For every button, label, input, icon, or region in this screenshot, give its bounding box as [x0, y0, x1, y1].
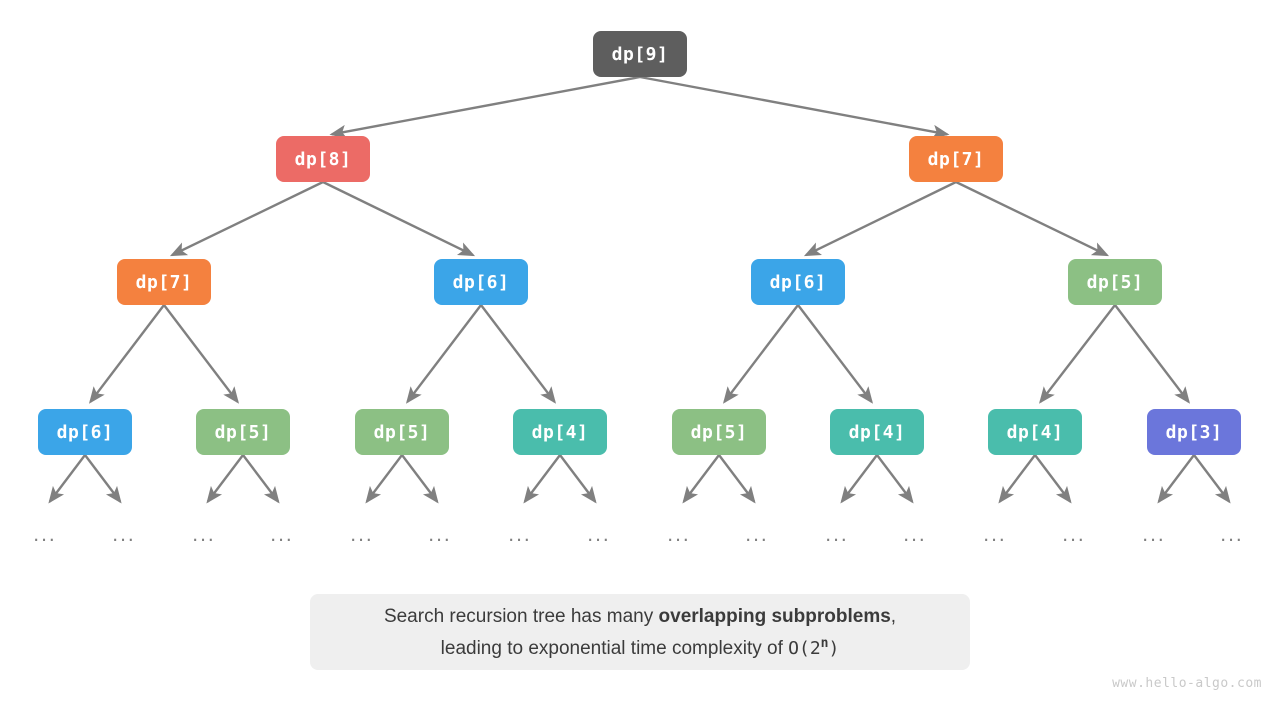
tree-node-n13: dp[4] [988, 409, 1082, 455]
ellipsis-marker-3: ... [270, 523, 294, 546]
tree-node-label: dp[4] [848, 421, 906, 443]
tree-node-n3: dp[7] [117, 259, 211, 305]
tree-node-n12: dp[4] [830, 409, 924, 455]
leaf-edge-9 [718, 454, 756, 504]
tree-node-label: dp[6] [56, 421, 114, 443]
tree-edge-n4-n9 [405, 304, 482, 404]
tree-edge-n5-n12 [797, 304, 874, 404]
ellipsis-marker-6: ... [508, 523, 532, 546]
caption-line-2: leading to exponential time complexity o… [441, 630, 840, 662]
tree-edge-n0-n2 [639, 75, 950, 139]
tree-node-n5: dp[6] [751, 259, 845, 305]
tree-edge-n4-n10 [480, 304, 557, 404]
complexity-exponent: n [820, 635, 829, 651]
tree-edge-n3-n8 [163, 304, 240, 404]
leaf-edge-14 [1157, 454, 1195, 504]
leaf-edge-0 [48, 454, 86, 504]
tree-node-label: dp[5] [373, 421, 431, 443]
tree-edge-n6-n13 [1039, 304, 1116, 404]
tree-node-label: dp[8] [294, 148, 352, 170]
tree-node-label: dp[4] [1006, 421, 1064, 443]
tree-node-label: dp[6] [769, 271, 827, 293]
tree-edge-n5-n11 [722, 304, 799, 404]
leaf-edge-15 [1193, 454, 1231, 504]
ellipsis-marker-1: ... [112, 523, 136, 546]
tree-edge-n0-n1 [329, 75, 641, 139]
tree-node-n0: dp[9] [593, 31, 687, 77]
ellipsis-marker-8: ... [667, 523, 691, 546]
caption-line1-bold: overlapping subproblems [658, 605, 891, 627]
ellipsis-marker-14: ... [1142, 523, 1166, 546]
complexity-formula: O(2n) [788, 635, 840, 659]
tree-node-n1: dp[8] [276, 136, 370, 182]
caption-line1-prefix: Search recursion tree has many [383, 605, 659, 627]
leaf-edge-4 [365, 454, 403, 504]
leaf-edge-5 [401, 454, 439, 504]
tree-node-label: dp[6] [452, 271, 510, 293]
ellipsis-marker-13: ... [1062, 523, 1086, 546]
tree-node-label: dp[7] [135, 271, 193, 293]
tree-edge-n6-n14 [1114, 304, 1191, 404]
tree-edge-n1-n3 [169, 180, 324, 257]
ellipsis-marker-7: ... [587, 523, 611, 546]
tree-edge-n2-n5 [803, 180, 957, 257]
tree-node-label: dp[4] [531, 421, 589, 443]
complexity-base: O(2 [788, 637, 821, 659]
tree-node-label: dp[3] [1165, 421, 1223, 443]
caption-line2-prefix: leading to exponential time complexity o… [440, 637, 789, 659]
tree-node-n7: dp[6] [38, 409, 132, 455]
leaf-edge-3 [242, 454, 280, 504]
complexity-close: ) [828, 637, 840, 659]
tree-node-label: dp[9] [611, 43, 669, 65]
ellipsis-marker-4: ... [350, 523, 374, 546]
leaf-edge-10 [840, 454, 878, 504]
leaf-edge-13 [1034, 454, 1072, 504]
tree-node-n10: dp[4] [513, 409, 607, 455]
caption-line-1: Search recursion tree has many overlappi… [384, 603, 896, 630]
tree-node-label: dp[5] [214, 421, 272, 443]
ellipsis-marker-15: ... [1220, 523, 1244, 546]
caption-box: Search recursion tree has many overlappi… [310, 594, 970, 670]
leaf-edge-6 [523, 454, 561, 504]
tree-node-label: dp[7] [927, 148, 985, 170]
tree-node-n9: dp[5] [355, 409, 449, 455]
ellipsis-marker-10: ... [825, 523, 849, 546]
watermark: www.hello-algo.com [1112, 676, 1262, 691]
ellipsis-marker-0: ... [33, 523, 57, 546]
tree-node-n11: dp[5] [672, 409, 766, 455]
tree-edge-n2-n6 [955, 180, 1110, 257]
leaf-edge-2 [206, 454, 244, 504]
ellipsis-marker-5: ... [428, 523, 452, 546]
leaf-edge-7 [559, 454, 597, 504]
leaf-edge-1 [84, 454, 122, 504]
caption-line1-suffix: , [890, 605, 897, 627]
leaf-edge-8 [682, 454, 720, 504]
ellipsis-marker-12: ... [983, 523, 1007, 546]
tree-node-n2: dp[7] [909, 136, 1003, 182]
tree-node-n8: dp[5] [196, 409, 290, 455]
leaf-edge-12 [998, 454, 1036, 504]
tree-node-label: dp[5] [1086, 271, 1144, 293]
ellipsis-marker-9: ... [745, 523, 769, 546]
tree-node-n14: dp[3] [1147, 409, 1241, 455]
ellipsis-marker-2: ... [192, 523, 216, 546]
tree-edge-n3-n7 [88, 304, 165, 404]
tree-node-label: dp[5] [690, 421, 748, 443]
tree-node-n6: dp[5] [1068, 259, 1162, 305]
leaf-edge-11 [876, 454, 914, 504]
tree-edge-n1-n4 [322, 180, 476, 257]
tree-node-n4: dp[6] [434, 259, 528, 305]
ellipsis-marker-11: ... [903, 523, 927, 546]
